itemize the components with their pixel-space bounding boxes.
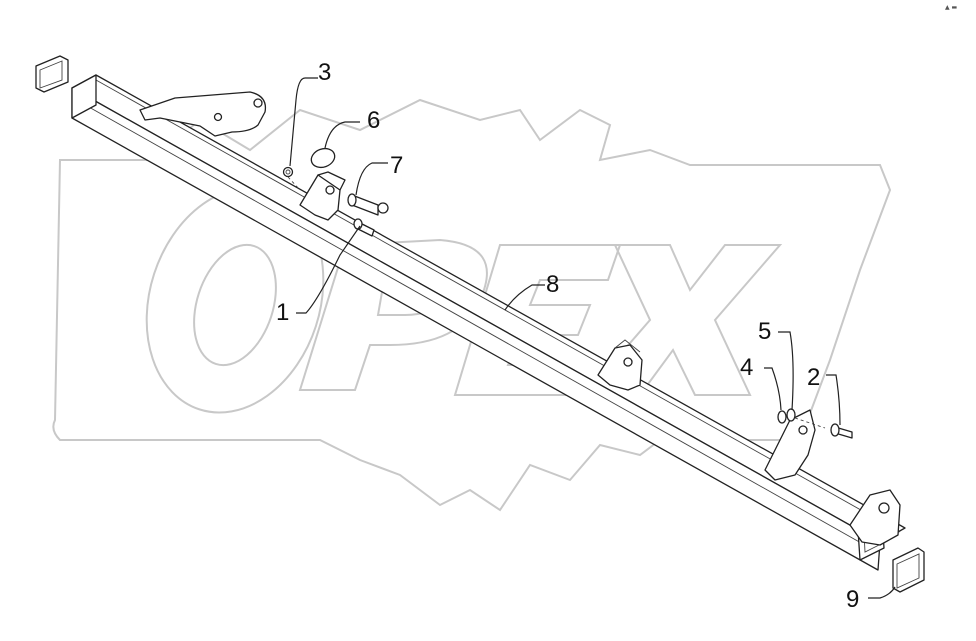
- callout-8: 8: [546, 271, 559, 298]
- pin-clip: [377, 202, 389, 214]
- watermark-letter-o-inner: [193, 243, 277, 367]
- mount-bracket-1: [299, 171, 346, 221]
- leader-9: [868, 586, 896, 599]
- end-cap-left-body: [35, 55, 69, 93]
- arm-hole-2: [213, 112, 223, 122]
- callout-1: 1: [276, 299, 289, 326]
- nut-part-3: [282, 166, 294, 178]
- callout-5: 5: [758, 318, 771, 345]
- leader-7: [355, 162, 388, 196]
- end-cap-right-inner: [896, 553, 920, 589]
- pin-part-7: [347, 193, 389, 216]
- leader-2: [826, 374, 841, 426]
- assembly-line-2: [794, 417, 826, 429]
- leader-8: [504, 284, 545, 311]
- washer-part-5: [786, 408, 796, 422]
- o-ring-part-6: [310, 147, 336, 169]
- callout-2: 2: [807, 364, 820, 391]
- leader-3: [289, 77, 318, 167]
- callout-9: 9: [846, 586, 859, 613]
- leader-5: [778, 331, 794, 411]
- nut-hole: [285, 169, 291, 175]
- callout-3: 3: [318, 59, 331, 86]
- beam-edge-line-lower: [79, 101, 871, 549]
- callout-6: 6: [367, 107, 380, 134]
- leader-6: [324, 121, 360, 149]
- end-cap-left: [35, 55, 69, 93]
- bolt-part-2: [830, 423, 853, 439]
- bracket-1-hole: [325, 185, 335, 195]
- bolt-2-head: [830, 423, 840, 437]
- assembly-line-3: [287, 176, 301, 191]
- frame-beam: [71, 74, 906, 571]
- bracket-2-hole: [623, 357, 633, 367]
- bracket-4-hole: [878, 502, 890, 514]
- corner-mark: ▲ ▬: [945, 4, 958, 11]
- arm-hole-1: [253, 98, 263, 108]
- end-cap-right: [892, 547, 925, 593]
- mount-bracket-4: [849, 489, 901, 546]
- bolt-part-1: [353, 218, 375, 237]
- leader-1: [296, 225, 361, 314]
- pin-head: [347, 193, 357, 207]
- arm-plate: [139, 91, 267, 137]
- bracket-3-hole: [798, 425, 808, 435]
- bracket-2-plate: [597, 344, 643, 391]
- bolt-1-head: [353, 218, 363, 230]
- leader-4: [764, 367, 782, 411]
- bracket-2-edge: [614, 339, 641, 353]
- mount-bracket-2: [597, 339, 643, 391]
- beam-left-end: [71, 74, 97, 119]
- nut-body: [282, 166, 294, 178]
- washer-part-4: [777, 410, 787, 424]
- arm-bracket: [139, 91, 267, 137]
- end-cap-left-inner: [39, 60, 63, 89]
- beam-edge-line: [95, 79, 901, 533]
- callout-7: 7: [390, 152, 403, 179]
- bracket-1-top: [317, 171, 346, 191]
- bracket-4-plate: [849, 489, 901, 546]
- end-cap-right-body: [892, 547, 925, 593]
- mount-bracket-3: [764, 409, 816, 481]
- callout-4: 4: [740, 354, 753, 381]
- watermark-gear-outline: [52, 98, 892, 512]
